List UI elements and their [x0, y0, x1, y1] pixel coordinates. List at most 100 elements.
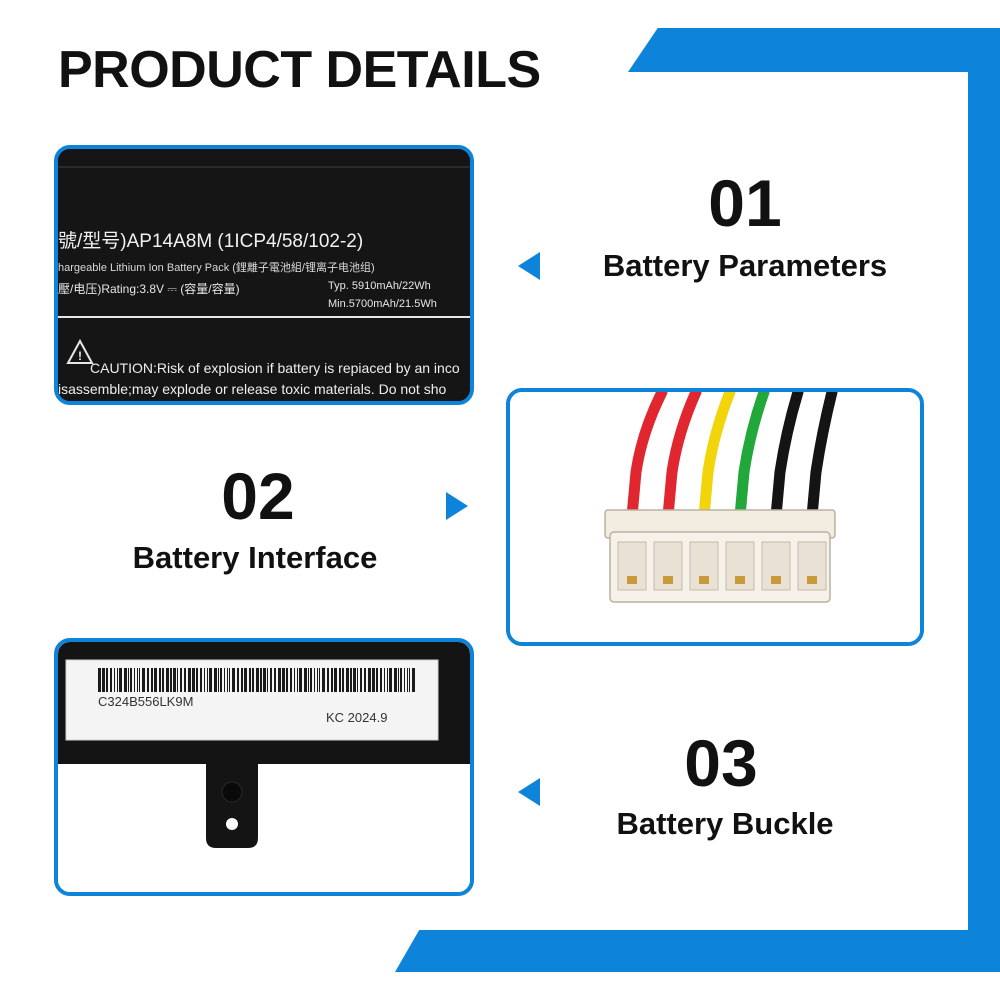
barcode-bar	[398, 668, 399, 692]
barcode-bar	[286, 668, 288, 692]
battery-model-line: 號/型号)AP14A8M (1ICP4/58/102-2)	[58, 230, 363, 252]
connector-pin	[807, 576, 817, 584]
wire	[734, 392, 770, 522]
feature-number-01: 01	[708, 166, 782, 240]
barcode-bar	[274, 668, 276, 692]
barcode-bar	[263, 668, 266, 692]
barcode-bar	[394, 668, 397, 692]
barcode-bar	[353, 668, 356, 692]
barcode-bar	[227, 668, 228, 692]
pointer-right-icon	[446, 492, 468, 520]
barcode-bar	[314, 668, 315, 692]
barcode-bar	[331, 668, 333, 692]
connector-pin	[627, 576, 637, 584]
barcode-serial: C324B556LK9M	[98, 694, 193, 709]
barcode-bar	[159, 668, 161, 692]
barcode-bar	[256, 668, 259, 692]
barcode-bar	[162, 668, 164, 692]
caution-line-2: isassemble;may explode or release toxic …	[58, 381, 447, 397]
barcode-bar	[130, 668, 132, 692]
barcode-bar	[214, 668, 217, 692]
barcode-bar	[290, 668, 292, 692]
barcode-bar	[184, 668, 186, 692]
barcode-bar	[209, 668, 212, 692]
barcode-bar	[387, 668, 388, 692]
barcode-bar	[368, 668, 371, 692]
frame-bottom-bar	[395, 930, 1000, 972]
connector-pin	[735, 576, 745, 584]
feature-label-02: Battery Interface	[132, 540, 378, 575]
barcode-bar	[177, 668, 178, 692]
barcode-bar	[170, 668, 172, 692]
barcode-bar	[241, 668, 243, 692]
barcode-bar	[294, 668, 295, 692]
barcode-bar	[308, 668, 309, 692]
barcode-bar	[334, 668, 337, 692]
barcode-bar	[244, 668, 247, 692]
connector-pin	[771, 576, 781, 584]
barcode-bar	[327, 668, 329, 692]
barcode-bar	[342, 668, 344, 692]
frame-top-bar	[628, 28, 1000, 72]
battery-parameters-image: 號/型号)AP14A8M (1ICP4/58/102-2) hargeable …	[54, 145, 474, 405]
barcode-bar	[339, 668, 341, 692]
barcode-bar	[224, 668, 225, 692]
barcode-bar	[114, 668, 115, 692]
barcode-bar	[192, 668, 195, 692]
barcode-bar	[218, 668, 219, 692]
barcode-bar	[267, 668, 268, 692]
barcode-bar	[98, 668, 101, 692]
barcode-bar	[196, 668, 198, 692]
page-title: PRODUCT DETAILS	[58, 41, 541, 99]
barcode-bar	[139, 668, 140, 692]
barcode-bar	[412, 668, 415, 692]
battery-typ-line: Typ. 5910mAh/22Wh	[328, 280, 431, 292]
barcode-bar	[128, 668, 129, 692]
barcode-bar	[409, 668, 410, 692]
barcode-bar	[232, 668, 235, 692]
barcode-bar	[319, 668, 320, 692]
barcode-bar	[380, 668, 382, 692]
barcode-bar	[173, 668, 176, 692]
feature-label-01: Battery Parameters	[602, 248, 888, 283]
barcode-bar	[119, 668, 122, 692]
connector-pin	[663, 576, 673, 584]
barcode-bar	[384, 668, 385, 692]
barcode-bar	[200, 668, 202, 692]
feature-number-03: 03	[684, 726, 758, 800]
barcode-bar	[137, 668, 138, 692]
svg-text:!: !	[78, 349, 82, 363]
barcode-bar	[188, 668, 191, 692]
barcode-bar	[204, 668, 205, 692]
wire	[770, 392, 804, 522]
barcode-bar	[407, 668, 408, 692]
barcode-bar	[372, 668, 375, 692]
wire	[662, 392, 702, 522]
wire	[806, 392, 838, 522]
warning-triangle-icon	[66, 338, 94, 364]
barcode-bar	[260, 668, 262, 692]
barcode-bar	[364, 668, 366, 692]
barcode-bar	[154, 668, 157, 692]
barcode-bar	[166, 668, 169, 692]
barcode-bar	[110, 668, 112, 692]
barcode-bar	[252, 668, 254, 692]
barcode-bar	[389, 668, 392, 692]
barcode-bar	[400, 668, 402, 692]
barcode-bar	[360, 668, 362, 692]
battery-pack-line: hargeable Lithium Ion Battery Pack (鋰離子電…	[58, 260, 375, 274]
barcode-bar	[304, 668, 307, 692]
barcode-bar	[147, 668, 149, 692]
barcode-bar	[207, 668, 208, 692]
barcode-bar	[278, 668, 281, 692]
barcode-bar	[237, 668, 239, 692]
barcode-bar	[102, 668, 105, 692]
barcode-bar	[124, 668, 127, 692]
barcode-bar	[357, 668, 358, 692]
pointer-left-icon	[518, 778, 540, 806]
barcode-bar	[270, 668, 272, 692]
barcode-bar	[299, 668, 302, 692]
pointer-left-icon	[518, 252, 540, 280]
caution-line: CAUTION:Risk of explosion if battery is …	[90, 360, 460, 376]
battery-interface-image	[506, 388, 924, 646]
